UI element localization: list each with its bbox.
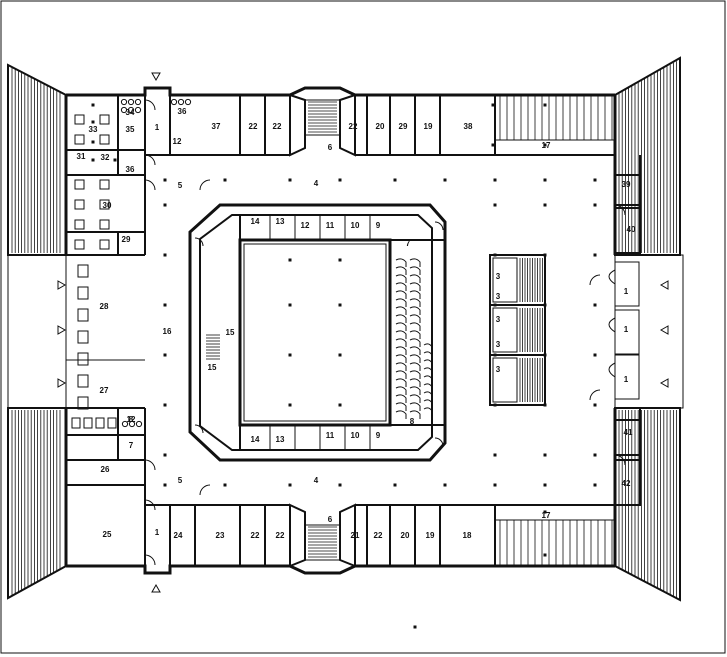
room-label: 11 [326,221,335,230]
room-label: 20 [376,122,385,131]
room-label: 1 [624,325,629,334]
room-labels: 1111133333445566778899101011111212121313… [77,107,636,540]
room-label: 7 [129,441,134,450]
room-label: 13 [276,435,285,444]
room-label: 16 [163,327,172,336]
room-label: 14 [251,217,260,226]
room-label: 3 [496,315,501,324]
room-label: 8 [129,415,134,424]
room-label: 24 [174,531,183,540]
room-label: 39 [622,180,631,189]
room-label: 22 [374,531,383,540]
room-label: 10 [351,431,360,440]
room-label: 29 [122,235,131,244]
room-label: 32 [101,153,110,162]
central-hall [188,203,447,462]
room-label: 15 [208,363,217,372]
door-swings [144,99,626,566]
top-room-strip [145,93,615,157]
room-label: 31 [77,152,86,161]
room-label: 7 [406,239,411,248]
room-label: 6 [328,515,333,524]
room-label: 11 [326,431,335,440]
room-label: 22 [349,122,358,131]
room-label: 17 [542,141,551,150]
room-label: 42 [622,479,631,488]
room-label: 35 [126,125,135,134]
room-label: 30 [103,201,112,210]
room-label: 10 [351,221,360,230]
room-label: 19 [426,531,435,540]
room-label: 5 [178,181,183,190]
room-label: 27 [100,386,109,395]
room-label: 13 [276,217,285,226]
room-label: 12 [301,221,310,230]
room-label: 22 [249,122,258,131]
room-label: 12 [173,137,182,146]
room-label: 22 [273,122,282,131]
room-label: 25 [103,530,112,539]
room-label: 36 [126,165,135,174]
room-label: 9 [376,221,381,230]
room-label: 36 [178,107,187,116]
room-label: 22 [276,531,285,540]
room-label: 19 [424,122,433,131]
left-stand-top [7,63,67,256]
room-label: 6 [328,143,333,152]
room-label: 5 [178,476,183,485]
room-label: 20 [401,531,410,540]
room-label: 23 [216,531,225,540]
room-label: 33 [89,125,98,134]
room-label: 29 [399,122,408,131]
room-label: 4 [314,179,319,188]
room-label: 1 [624,287,629,296]
room-label: 17 [542,511,551,520]
room-label: 8 [410,417,415,426]
room-label: 18 [463,531,472,540]
west-entrance-platform [7,254,145,409]
room-label: 41 [624,428,633,437]
room-label: 28 [100,302,109,311]
room-label: 1 [155,528,160,537]
right-stand-top [614,56,681,256]
bottom-room-strip [145,503,615,568]
room-label: 15 [226,328,235,337]
right-room-block [608,174,641,506]
structural-columns [91,103,597,629]
room-label: 21 [351,531,360,540]
room-label: 12 [127,415,136,424]
entrance-markers [57,72,669,593]
room-label: 37 [212,122,221,131]
room-label: 26 [101,465,110,474]
room-label: 14 [251,435,260,444]
room-label: 3 [496,340,501,349]
room-label: 3 [496,292,501,301]
room-label: 1 [155,123,160,132]
room-label: 1 [624,375,629,384]
left-stand-bottom [7,407,67,600]
left-room-block [66,95,192,566]
room-label: 3 [496,365,501,374]
room-label: 3 [496,272,501,281]
room-label: 38 [464,122,473,131]
room-label: 34 [126,108,135,117]
room-label: 40 [627,225,636,234]
room-label: 9 [376,431,381,440]
room-label: 4 [314,476,319,485]
outer-walls [64,86,641,575]
room-label: 22 [251,531,260,540]
right-seating-units [489,254,546,406]
